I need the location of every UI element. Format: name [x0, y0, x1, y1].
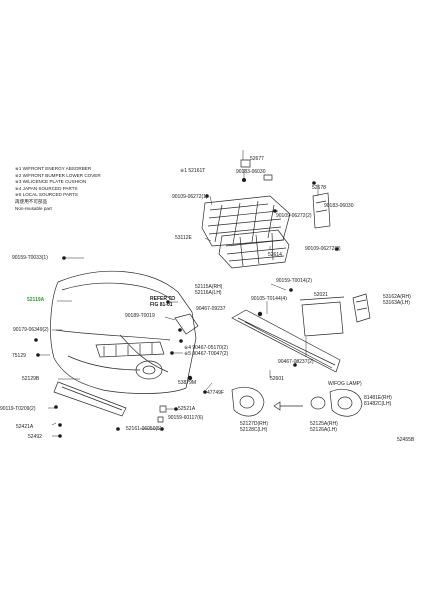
part-label[interactable]: 52129B — [22, 376, 40, 382]
part-label[interactable]: 52125A(RH) — [310, 421, 338, 427]
part-label[interactable]: 90119-T0209(2) — [0, 406, 36, 412]
reinforcement-52021 — [302, 302, 343, 336]
part-label[interactable]: 90109-06272(2) — [276, 213, 312, 219]
part-label[interactable]: ※4 90467-05170(2) — [184, 345, 228, 351]
part-label[interactable]: 90179-06349(2) — [13, 327, 49, 333]
grille-upper-part — [202, 196, 290, 246]
part-label[interactable]: 52116A(LH) — [195, 290, 222, 296]
legend: ※1 W/FRONT ENERGY ABSORBER ※2 W/FRONT BU… — [15, 166, 101, 212]
part-label[interactable]: 52021 — [314, 292, 328, 298]
legend-item: ※4 JAPAN SOURCED PARTS — [15, 185, 78, 191]
legend-item: ※3 W/LICENCE PLATE CUSHION — [15, 179, 87, 185]
part-label[interactable]: 90189-T0019 — [125, 313, 155, 319]
part-label[interactable]: 52126A(LH) — [310, 427, 337, 433]
part-label[interactable]: 90159-60117(6) — [168, 415, 204, 421]
spoiler-52129B — [54, 382, 126, 416]
part-label[interactable]: ※5 90467-T0047(2) — [184, 351, 229, 357]
part-label[interactable]: 52678 — [312, 185, 326, 191]
legend-item: ※2 W/FRONT BUMPER LOWER COVER — [15, 172, 101, 178]
retainer-53162A — [353, 294, 370, 322]
part-label[interactable]: ※1 52161T — [180, 168, 206, 174]
part-label[interactable]: 53112E — [175, 235, 192, 241]
fog-cover-52125A — [330, 389, 362, 416]
part-label-highlighted[interactable]: 52119A — [27, 297, 45, 303]
part-label[interactable]: 47749F — [207, 390, 224, 396]
clip-52677 — [241, 160, 250, 167]
legend-item: ※5 LOCAL SOURCED PARTS — [15, 192, 78, 198]
part-label[interactable]: 90159-T0014(2) — [276, 278, 312, 284]
illustration-code: 52455B — [397, 437, 415, 443]
part-label[interactable]: 53162A(RH) — [383, 294, 411, 300]
part-label[interactable]: 52115A(RH) — [195, 284, 223, 290]
bumper-cover — [51, 271, 196, 393]
part-label: W/FOG LAMP) — [328, 381, 362, 387]
bracket-52678 — [313, 193, 330, 228]
part-label[interactable]: 90159-T0033(1) — [12, 255, 48, 261]
refer-note[interactable]: REFER TO FIG 81-01 — [150, 296, 176, 309]
legend-item: Non-reusable part — [15, 205, 52, 211]
part-label[interactable]: 52614 — [268, 252, 282, 258]
part-label[interactable]: 52521A — [178, 406, 196, 412]
part-label[interactable]: 75129 — [12, 353, 26, 359]
part-label[interactable]: 90105-T0144(4) — [251, 296, 287, 302]
part-label[interactable]: 52677 — [250, 156, 264, 162]
part-label[interactable]: 90467-09237 — [196, 306, 226, 312]
fog-lamp-81481E — [311, 397, 325, 409]
part-label[interactable]: 81482C(LH) — [364, 401, 392, 407]
part-label[interactable]: 52127D(RH) — [240, 421, 269, 427]
part-label[interactable]: 90183-06030 — [324, 203, 354, 209]
part-label[interactable]: 52601 — [270, 376, 284, 382]
legend-item: 再使用不可部品 — [15, 198, 48, 204]
part-label[interactable]: 52161-06050(5) — [126, 426, 162, 432]
grille-lower-part — [219, 230, 289, 268]
part-label[interactable]: 52421A — [16, 424, 34, 430]
part-label[interactable]: 90467-09237(2) — [278, 359, 314, 365]
fog-cover-52127D — [232, 387, 264, 416]
part-label[interactable]: 53879M — [178, 380, 197, 386]
bracket-52115A — [175, 314, 198, 334]
part-label[interactable]: 52492 — [28, 434, 42, 440]
absorber-52601 — [232, 310, 340, 372]
part-label[interactable]: 90109-06272(1) — [172, 194, 208, 200]
fog-opening — [136, 361, 162, 379]
part-label[interactable]: 90109-06272(2) — [305, 246, 341, 252]
part-label[interactable]: 52128C(LH) — [240, 427, 268, 433]
legend-item: ※1 W/FRONT ENERGY ABSORBER — [15, 166, 92, 171]
part-label[interactable]: 53163A(LH) — [383, 300, 410, 306]
part-label[interactable]: 90183-06030 — [236, 169, 266, 175]
part-label[interactable]: 81481E(RH) — [364, 395, 392, 401]
